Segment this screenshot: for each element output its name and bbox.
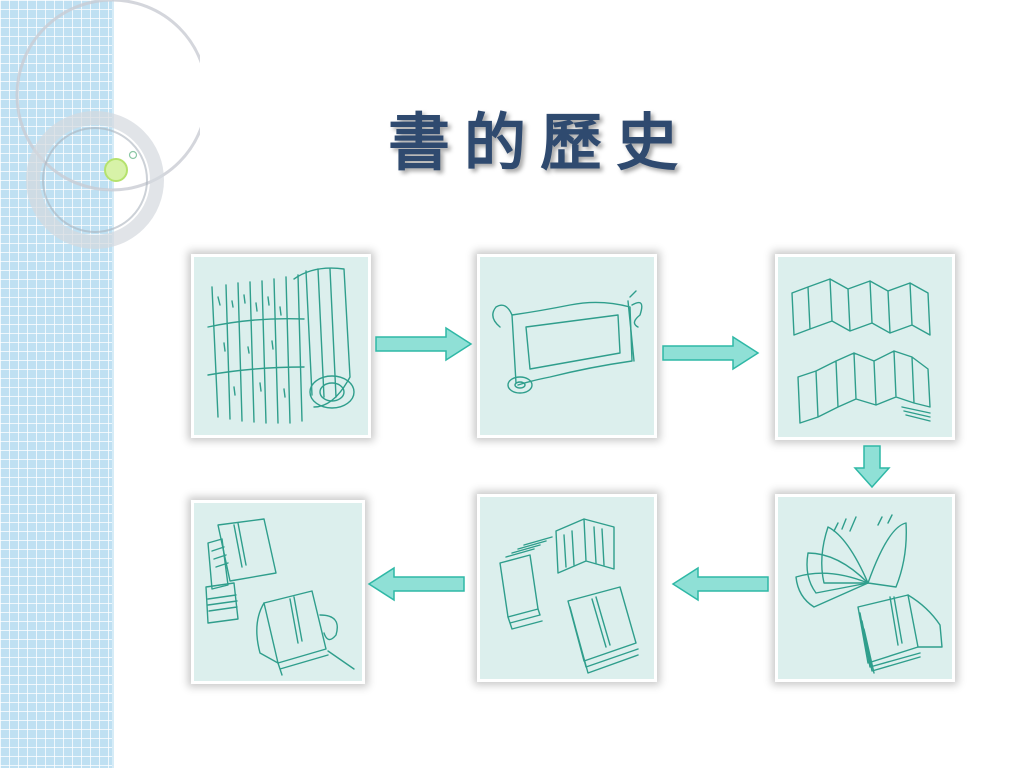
accordion-book-illustration <box>791 278 931 424</box>
arrow-down-icon <box>853 445 891 489</box>
arrow-right-icon <box>375 326 473 362</box>
stage-butterfly-binding <box>775 494 955 682</box>
small-ring-icon <box>128 150 138 160</box>
bamboo-slips-illustration <box>207 267 355 424</box>
wrapped-back-binding-illustration <box>499 518 639 674</box>
stage-thread-binding <box>191 500 365 684</box>
stage-bamboo-slips <box>191 254 371 438</box>
strip-edge <box>112 0 114 768</box>
stage-accordion-binding <box>775 254 955 440</box>
green-dot-icon <box>104 158 128 182</box>
page-title: 書的歷史 <box>387 106 692 179</box>
arrow-left-icon <box>367 566 465 602</box>
thread-bound-book-illustration <box>205 518 355 676</box>
arrow-right-icon <box>662 335 760 371</box>
butterfly-binding-illustration <box>795 514 943 674</box>
arrow-left-icon <box>671 566 769 602</box>
decorative-rings <box>15 0 200 249</box>
scroll-illustration <box>492 290 643 394</box>
stage-scroll <box>477 254 657 438</box>
stage-wrapped-back-binding <box>477 494 657 682</box>
